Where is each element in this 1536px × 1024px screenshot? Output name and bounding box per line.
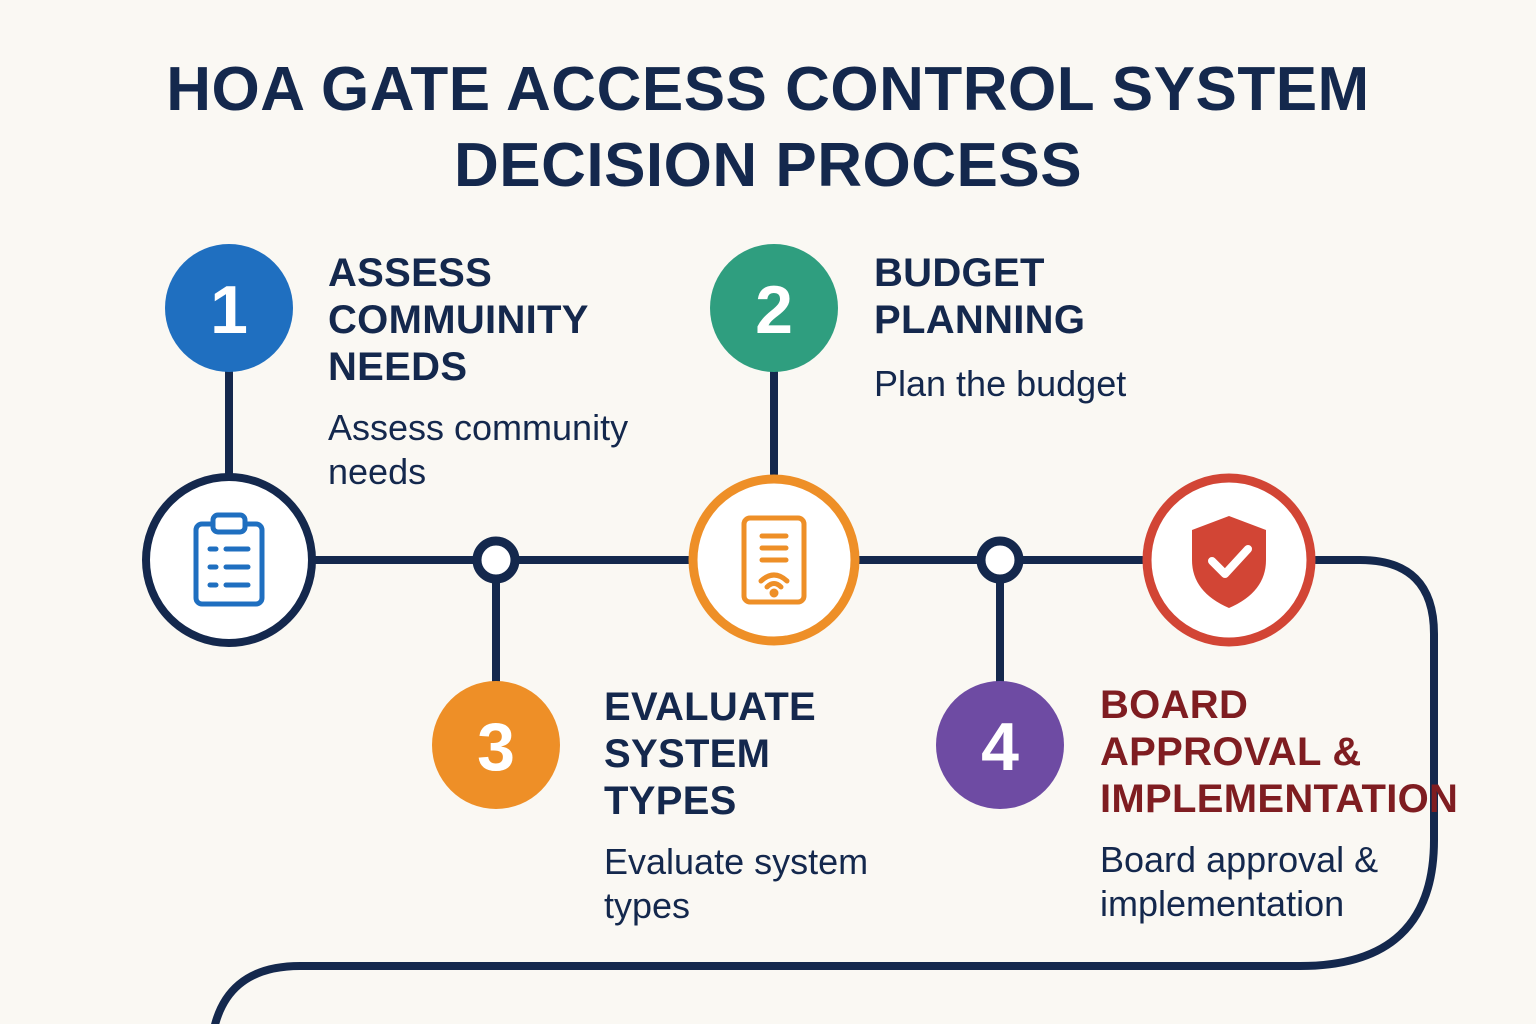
- page-title: HOA GATE ACCESS CONTROL SYSTEM DECISION …: [0, 52, 1536, 204]
- step-number-1: 1: [210, 272, 248, 348]
- clipboard-checklist-icon: [193, 512, 265, 607]
- step-2-title: BUDGET PLANNING: [874, 251, 1086, 342]
- step-2-description: Plan the budget: [874, 363, 1127, 404]
- step-number-4: 4: [981, 709, 1019, 785]
- step-badge-3: 3: [432, 681, 560, 809]
- icon-ring-step-1: [142, 473, 316, 647]
- step-badge-1: 1: [165, 244, 293, 372]
- step-badge-2: 2: [710, 244, 838, 372]
- step-4-title: BOARD APPROVAL & IMPLEMENTATION: [1100, 683, 1459, 821]
- step-number-2: 2: [755, 272, 793, 348]
- junction-node-4: [976, 536, 1024, 584]
- step-1-description: Assess community needs: [328, 407, 629, 492]
- shield-check-icon: [1192, 516, 1266, 608]
- timeline-return-path: [211, 556, 1438, 1024]
- step-number-3: 3: [477, 709, 515, 785]
- title-line-1: HOA GATE ACCESS CONTROL SYSTEM: [166, 55, 1370, 124]
- step-4-description: Board approval & implementation: [1100, 839, 1379, 924]
- access-card-reader-icon: [741, 515, 807, 605]
- junction-node-3: [472, 536, 520, 584]
- title-line-2: DECISION PROCESS: [453, 131, 1083, 200]
- step-badge-4: 4: [936, 681, 1064, 809]
- step-1-title: ASSESS COMMUINITY NEEDS: [328, 251, 589, 389]
- step-3-description: Evaluate system types: [604, 841, 869, 926]
- step-3-title: EVALUATE SYSTEM TYPES: [604, 685, 817, 823]
